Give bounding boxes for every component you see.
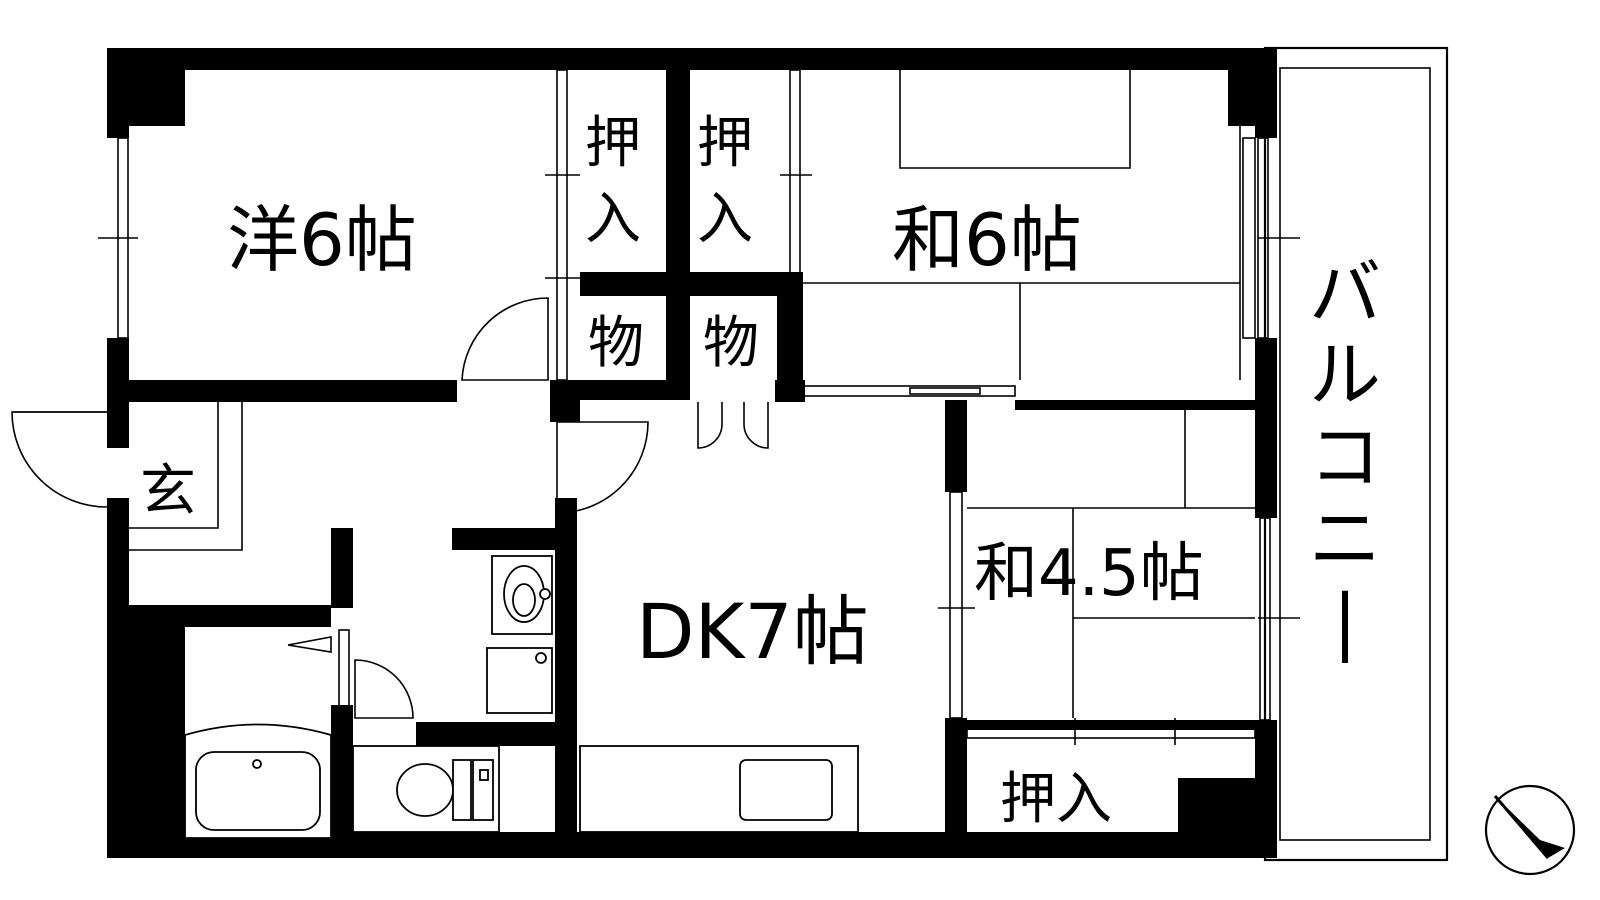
entrance-step (129, 402, 243, 551)
closet-label-a-2: 入 (585, 187, 641, 252)
storeroom-label-a: 物 (588, 311, 644, 376)
closet-label-b-1: 押 (697, 111, 753, 176)
washing-machine-pan (486, 647, 553, 714)
room-label-western-6: 洋6帖 (227, 198, 417, 282)
closet-label-c: 押入 (1000, 767, 1112, 832)
kitchen-counter (579, 745, 859, 833)
room-label-japanese-4-5: 和4.5帖 (974, 537, 1204, 611)
window-fittings (98, 69, 1300, 745)
room-label-entrance: 玄 (140, 459, 196, 524)
washbasin (491, 555, 553, 635)
closet-label-a-1: 押 (585, 111, 641, 176)
closet-label-b-2: 入 (697, 187, 753, 252)
doors (11, 297, 769, 719)
tatami-lines (803, 70, 1255, 718)
bathtub (184, 636, 332, 839)
toilet (352, 745, 500, 833)
balcony-label: バルコニ| (1309, 251, 1381, 664)
storeroom-label-b: 物 (703, 311, 759, 376)
compass-icon (1484, 784, 1576, 876)
room-label-japanese-6: 和6帖 (892, 198, 1082, 282)
room-label-dining-kitchen: DK7帖 (636, 587, 869, 676)
interior-walls (107, 70, 1277, 858)
